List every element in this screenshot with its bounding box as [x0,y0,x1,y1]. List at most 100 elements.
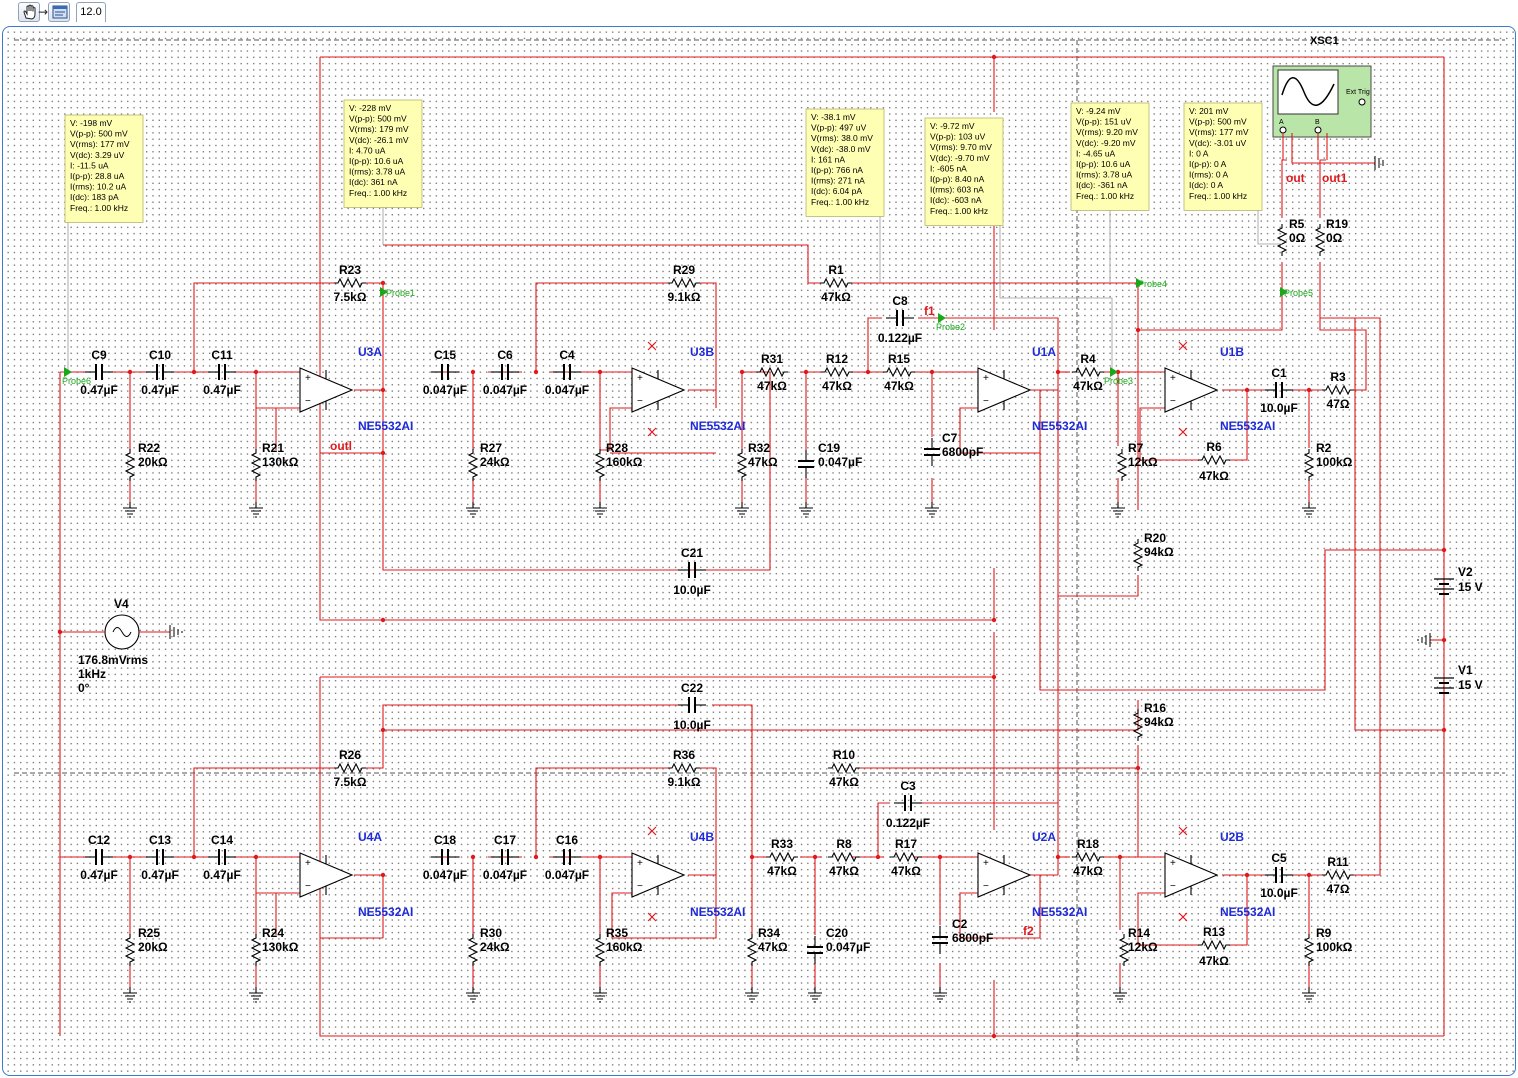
value-label: 0.047µF [483,383,527,397]
schematic-canvas[interactable] [2,26,1516,1076]
select-icon[interactable] [48,2,70,22]
capacitor-C9[interactable]: C90.47µF [80,348,118,397]
readout-box [805,108,885,217]
probe-Probe2[interactable]: Probe2 [936,313,965,332]
ref-label: R21 [262,441,284,455]
scope-screen [1277,69,1339,115]
toolbar: → 12.0 [0,0,1518,24]
probe-Probe1[interactable]: Probe1 [380,287,415,298]
capacitor-C3[interactable]: C30.122µF [886,779,930,830]
probe-Probe4[interactable]: Probe4 [1136,278,1167,289]
wire [877,802,890,857]
capacitor-C8[interactable]: C80.122µF [878,294,922,345]
readout-box [1183,102,1263,211]
junction [929,369,935,375]
probe-Probe5[interactable]: Probe5 [1280,287,1313,298]
resistor-symbol [1303,449,1315,481]
hand-cursor-icon[interactable] [18,2,40,22]
resistor-symbol [766,851,798,863]
readout-line: V(p-p): 497 uV [811,123,867,133]
probe-label: Probe1 [386,288,415,298]
junction [1244,872,1250,878]
capacitor-C4[interactable]: C40.047µF [545,348,589,397]
probe-Probe3[interactable]: Probe3 [1104,367,1133,386]
resistor-symbol [821,366,853,378]
ref-label: R10 [833,748,855,762]
zoom-tab[interactable]: 12.0 [76,2,106,22]
readout-line: Freq.: 1.00 kHz [811,197,869,207]
probe-Probe6[interactable]: Probe6 [62,367,91,386]
wire [193,282,334,372]
wire [712,704,753,857]
capacitor-C6[interactable]: C60.047µF [483,348,527,397]
no-connect-icon [1178,341,1188,351]
ref-label: R2 [1316,441,1332,455]
